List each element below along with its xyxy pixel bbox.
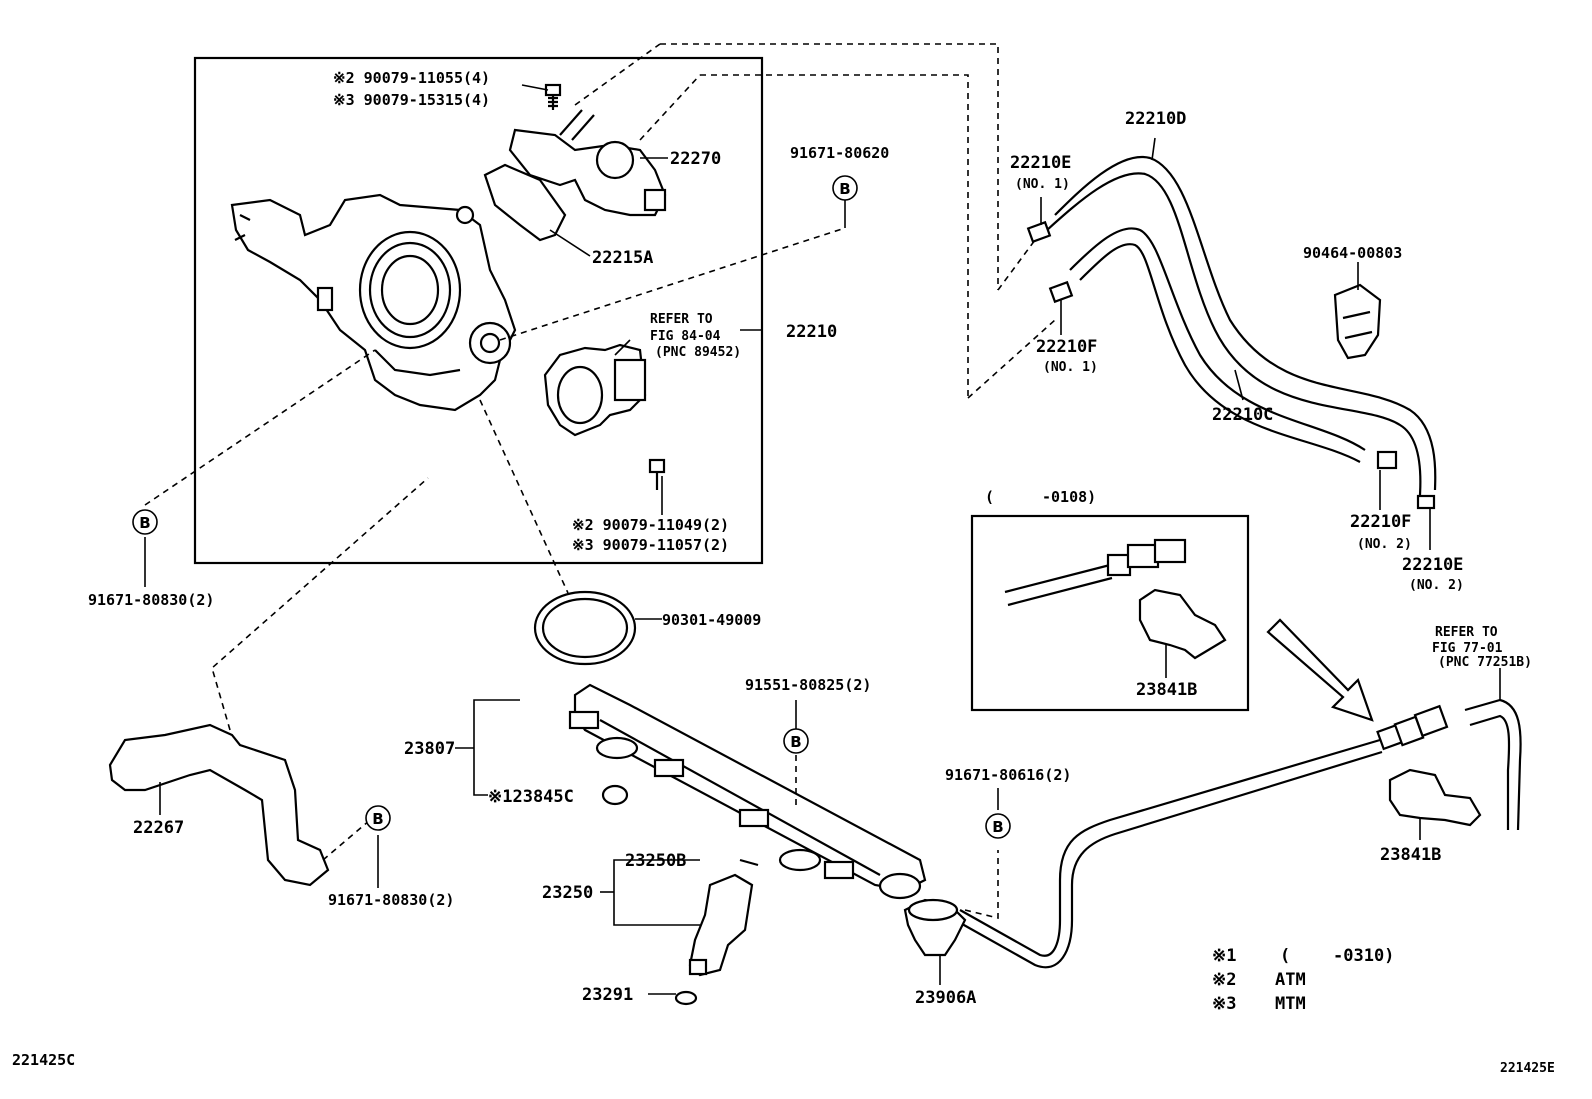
legend-text-3: MTM — [1275, 994, 1306, 1014]
label-91671-80830-a: 91671-80830(2) — [88, 591, 214, 609]
label-23291: 23291 — [582, 985, 633, 1005]
label-no1-a: (NO. 1) — [1015, 177, 1070, 192]
label-90464-00803: 90464-00803 — [1303, 244, 1402, 262]
callout-b-3: B — [783, 728, 809, 754]
gasket-22215a-drawing — [483, 163, 567, 242]
fuel-rail-drawing — [568, 683, 927, 900]
label-no2-a: (NO. 2) — [1357, 537, 1412, 552]
o-ring-drawing — [533, 590, 637, 666]
label-22210e-no1: 22210E — [1010, 153, 1071, 173]
refer-fig-84-line2: FIG 84-04 — [650, 329, 721, 344]
label-23250b: 23250B — [625, 851, 686, 871]
label-22210f-no1: 22210F — [1036, 337, 1097, 357]
label-91671-80616: 91671-80616(2) — [945, 766, 1071, 784]
svg-text:B: B — [790, 733, 801, 751]
clip-90464-drawing — [1333, 283, 1382, 360]
label-22210: 22210 — [786, 322, 837, 342]
direction-arrow — [1266, 618, 1374, 722]
svg-text:B: B — [839, 180, 850, 198]
label-90079-11057: ※3 90079-11057(2) — [572, 536, 729, 554]
label-90301-49009: 90301-49009 — [662, 611, 761, 629]
label-23906a: 23906A — [915, 988, 976, 1008]
legend-mark-3: ※3 — [1212, 994, 1236, 1014]
injector-drawing — [674, 858, 759, 1006]
svg-text:B: B — [372, 810, 383, 828]
footer-code-right: 221425E — [1500, 1061, 1555, 1076]
svg-text:B: B — [139, 514, 150, 532]
svg-text:B: B — [992, 818, 1003, 836]
inset-title-code: -0108) — [1042, 488, 1096, 506]
label-23250: 23250 — [542, 883, 593, 903]
legend-mark-2: ※2 — [1212, 970, 1236, 990]
label-123845c: ※123845C — [488, 787, 574, 807]
screw-drawing-bottom — [648, 458, 666, 490]
label-no1-b: (NO. 1) — [1043, 360, 1098, 375]
label-90079-11049: ※2 90079-11049(2) — [572, 516, 729, 534]
footer-code-left: 221425C — [12, 1051, 75, 1069]
fuel-line-drawing — [954, 698, 1522, 969]
label-91671-80830-b: 91671-80830(2) — [328, 891, 454, 909]
label-22210e-no2: 22210E — [1402, 555, 1463, 575]
throttle-position-sensor-drawing — [543, 343, 647, 437]
legend-extra-1: -0310) — [1333, 946, 1394, 966]
label-91551-80825: 91551-80825(2) — [745, 676, 871, 694]
label-90079-11055: ※2 90079-11055(4) — [333, 69, 490, 87]
label-23807: 23807 — [404, 739, 455, 759]
callout-b-5: B — [985, 813, 1011, 839]
label-22210c: 22210C — [1212, 405, 1273, 425]
pressure-regulator-drawing — [903, 898, 967, 957]
label-22210f-no2: 22210F — [1350, 512, 1411, 532]
hose-drawings — [1026, 155, 1437, 510]
callout-b-4: B — [365, 805, 391, 831]
legend-mark-1: ※1 — [1212, 946, 1236, 966]
throttle-body-group-box — [193, 56, 764, 565]
label-no2-b: (NO. 2) — [1409, 578, 1464, 593]
label-90079-15315: ※3 90079-15315(4) — [333, 91, 490, 109]
label-91671-80620: 91671-80620 — [790, 144, 889, 162]
callout-b-2: B — [132, 509, 158, 535]
refer-fig-84-line1: REFER TO — [650, 312, 713, 327]
label-23841b-inset: 23841B — [1136, 680, 1197, 700]
label-22210d: 22210D — [1125, 109, 1186, 129]
callout-b-1: B — [832, 175, 858, 201]
legend: ※1 ( -0310) ※2 ATM ※3 MTM — [1212, 946, 1394, 1014]
inset-box — [970, 514, 1250, 712]
refer-fig-77-line1: REFER TO — [1435, 625, 1498, 640]
label-22270: 22270 — [670, 149, 721, 169]
legend-text-2: ATM — [1275, 970, 1306, 990]
refer-fig-77-line2: FIG 77-01 — [1432, 641, 1503, 656]
label-22215a: 22215A — [592, 248, 653, 268]
refer-fig-77-line3: (PNC 77251B) — [1438, 655, 1532, 670]
inset-drawings — [1004, 538, 1227, 660]
throttle-body-drawing — [230, 193, 517, 412]
legend-text-1: ( — [1280, 946, 1290, 966]
label-22267: 22267 — [133, 818, 184, 838]
bracket-22267-drawing — [108, 723, 330, 887]
label-23841b: 23841B — [1380, 845, 1441, 865]
refer-fig-84-line3: (PNC 89452) — [655, 345, 741, 360]
screw-drawing-top — [544, 83, 562, 110]
inset-title-open: ( — [985, 488, 994, 506]
idle-air-control-valve-drawing — [508, 109, 667, 217]
